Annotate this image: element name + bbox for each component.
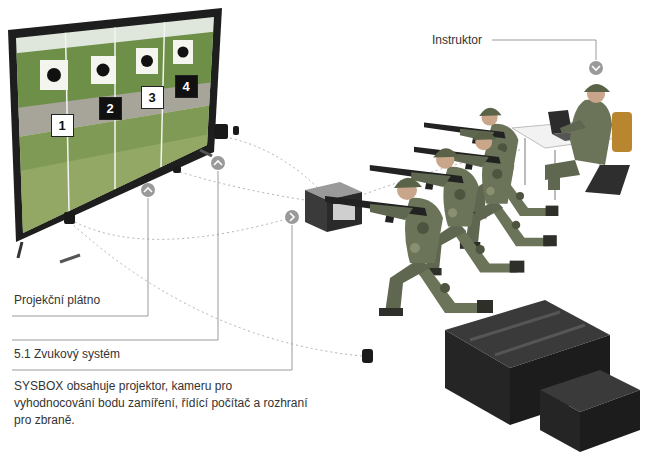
callout-marker [589,61,603,75]
target-number-box: 1 [51,114,74,137]
callout-label: Projekční plátno [14,292,100,309]
speaker [173,166,181,173]
case-rib [495,325,585,355]
target-number: 3 [148,90,155,105]
target-bull [47,68,61,82]
table-leg [524,138,526,185]
chevron [214,161,222,165]
leader-line [12,225,292,370]
soldier [325,178,493,316]
cable [75,215,300,239]
speaker [233,126,239,135]
target-bull [97,64,110,77]
sysbox-panel [333,204,355,220]
target-number-box: 4 [175,75,198,98]
case-side [445,330,510,425]
callout-label: 5.1 Zvukový systém [14,346,120,363]
target-number: 1 [58,118,65,133]
target-board [173,40,193,64]
instructor-station [512,84,632,200]
instructor-legs [548,170,560,190]
screen-stand [200,150,212,156]
screen-sky [0,0,230,250]
chair-base [585,165,630,195]
cable [230,138,320,190]
callout-marker [141,183,155,197]
target-number-box: 3 [141,86,164,109]
case-rib [470,312,560,340]
case-front [580,390,640,452]
leader-line [12,198,148,316]
sysbox [305,182,362,232]
target-board [91,56,116,84]
target-bull [141,55,153,67]
target-number: 2 [106,101,113,116]
speaker [362,349,373,363]
panel-dividers [66,22,165,211]
cable [180,172,305,200]
target-number: 4 [182,79,189,94]
screen-stand [60,255,80,262]
callout-label: SYSBOX obsahuje projektor, kameru pro vy… [14,378,314,429]
callout-marker [211,156,225,170]
cable [70,222,362,356]
targets [40,40,193,90]
target-board [40,60,68,90]
case-side [540,390,580,452]
target-bull [178,47,189,58]
screen-stand [18,242,22,258]
chevron [144,188,152,192]
instructor-body [570,100,612,165]
instructor-hat [584,84,610,92]
chair-back [612,112,632,152]
target-board [136,48,158,74]
chevron [592,66,600,70]
callout-markers [141,61,603,224]
transport-cases [445,300,640,452]
speaker [214,124,228,139]
instructor-arm [560,120,586,134]
callout-marker [285,210,299,224]
chevron [290,213,294,221]
leader-line [492,40,596,60]
callout-label: Instruktor [432,32,482,49]
target-number-box: 2 [99,97,122,120]
sysbox-side [305,190,327,232]
speaker [64,212,75,224]
leader-line [12,171,218,340]
leader-lines [12,40,596,370]
projection-screen [0,0,230,262]
